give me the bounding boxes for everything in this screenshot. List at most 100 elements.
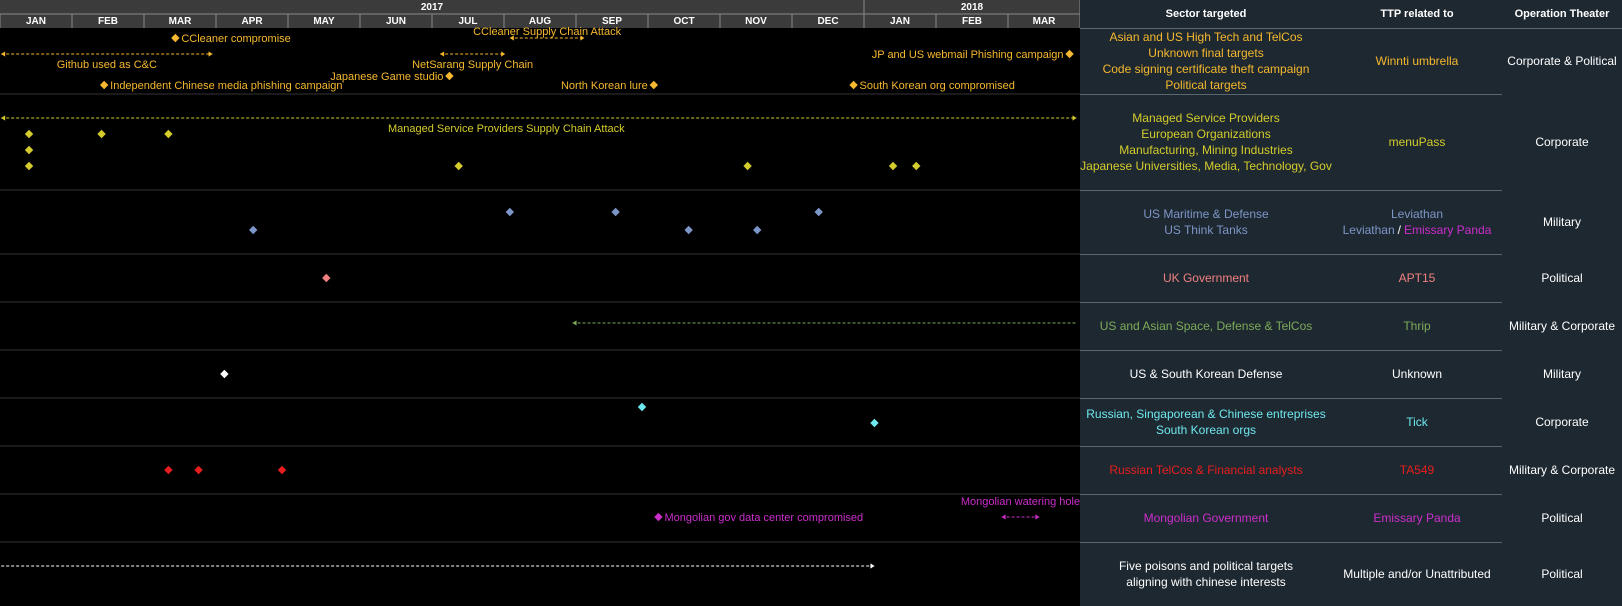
month-label: JAN xyxy=(890,16,910,27)
event-marker xyxy=(24,161,34,171)
attribution-table: Sector targeted TTP related to Operation… xyxy=(1080,0,1622,606)
arrow-head xyxy=(501,51,506,57)
ttp-line: Leviathan/Emissary Panda xyxy=(1343,222,1492,238)
sector-cell: Russian, Singaporean & Chinese entrepris… xyxy=(1080,398,1332,446)
ttp-cell: Multiple and/or Unattributed xyxy=(1332,542,1502,606)
event-marker xyxy=(637,402,647,412)
sector-line: Code signing certificate theft campaign xyxy=(1102,62,1310,76)
theater-cell: Military & Corporate xyxy=(1508,319,1616,333)
ttp-name: Unknown xyxy=(1391,367,1443,381)
sector-line: Japanese Universities, Media, Technology… xyxy=(1080,159,1332,173)
month-label: AUG xyxy=(529,16,551,27)
theater-cell: Political xyxy=(1541,567,1583,581)
sector-line: South Korean orgs xyxy=(1155,423,1257,437)
range-label: Managed Service Providers Supply Chain A… xyxy=(388,123,625,135)
event-marker xyxy=(912,161,921,171)
event-marker xyxy=(743,161,752,171)
event-marker xyxy=(164,465,173,475)
header-operation-theater: Operation Theater xyxy=(1514,8,1610,20)
ttp-name: Thrip xyxy=(1403,319,1431,333)
sector-cell: Mongolian Government xyxy=(1080,494,1332,542)
event-marker xyxy=(220,369,229,379)
sector-line: US Think Tanks xyxy=(1164,223,1248,237)
event-marker xyxy=(654,512,663,522)
event-marker xyxy=(171,33,180,43)
sector-cell: US Maritime & Defense US Think Tanks xyxy=(1080,190,1332,254)
event-marker xyxy=(24,129,34,139)
ttp-line: Tick xyxy=(1406,414,1428,430)
ttp-name: TA549 xyxy=(1399,463,1435,477)
sector-cell: US & South Korean Defense xyxy=(1080,350,1332,398)
table-row-separator xyxy=(1080,494,1502,495)
ttp-line: Winnti umbrella xyxy=(1376,53,1459,69)
ttp-name: Leviathan xyxy=(1390,207,1444,221)
sector-line: European Organizations xyxy=(1141,127,1271,141)
sector-line: Five poisons and political targets xyxy=(1118,559,1294,573)
theater-cell: Military xyxy=(1543,215,1581,229)
table-row-separator xyxy=(1080,254,1502,255)
event-marker xyxy=(649,80,659,90)
ttp-cell: TA549 xyxy=(1332,446,1502,494)
arrow-head xyxy=(870,563,875,569)
ttp-line: menuPass xyxy=(1389,134,1446,150)
month-label: MAY xyxy=(313,16,335,27)
event-marker xyxy=(24,145,34,155)
sector-line: Political targets xyxy=(1165,78,1247,92)
month-label: SEP xyxy=(602,16,622,27)
ttp-name: Winnti umbrella xyxy=(1375,54,1459,68)
arrow-head xyxy=(509,35,514,41)
month-label: DEC xyxy=(817,16,838,27)
sector-line: UK Government xyxy=(1162,271,1250,285)
event-label: Independent Chinese media phishing campa… xyxy=(110,80,342,92)
event-marker xyxy=(684,225,693,235)
year-label: 2017 xyxy=(421,2,444,13)
month-label: OCT xyxy=(673,16,694,27)
theater-cell: Political xyxy=(1541,271,1583,285)
theater-cell: Military & Corporate xyxy=(1508,463,1616,477)
ttp-name: Tick xyxy=(1406,415,1428,429)
ttp-name: Emissary Panda xyxy=(1404,223,1492,237)
event-label: South Korean org compromised xyxy=(860,80,1015,92)
month-label: JUL xyxy=(459,16,478,27)
arrow-head xyxy=(1072,115,1077,121)
ttp-name: Emissary Panda xyxy=(1373,511,1461,525)
event-marker xyxy=(277,465,287,475)
event-marker xyxy=(849,80,858,90)
sector-line: Unknown final targets xyxy=(1148,46,1264,60)
sector-line: Asian and US High Tech and TelCos xyxy=(1109,30,1303,44)
month-label: JAN xyxy=(26,16,46,27)
sector-line: US & South Korean Defense xyxy=(1129,367,1283,381)
ttp-name: / xyxy=(1397,223,1401,237)
ttp-cell: Winnti umbrella xyxy=(1332,28,1502,94)
theater-cell: Military xyxy=(1543,367,1581,381)
event-marker xyxy=(164,129,173,139)
event-label: JP and US webmail Phishing campaign xyxy=(872,49,1064,61)
arrow-head xyxy=(1001,514,1006,520)
sector-line: US Maritime & Defense xyxy=(1143,207,1269,221)
month-label: JUN xyxy=(386,16,406,27)
event-marker xyxy=(888,161,898,171)
sector-line: US and Asian Space, Defense & TelCos xyxy=(1099,319,1313,333)
event-marker xyxy=(194,465,203,475)
sector-line: Mongolian Government xyxy=(1143,511,1269,525)
sector-cell: US and Asian Space, Defense & TelCos xyxy=(1080,302,1332,350)
ttp-line: Multiple and/or Unattributed xyxy=(1343,566,1490,582)
theater-cell: Corporate & Political xyxy=(1507,54,1617,68)
ttp-line: Thrip xyxy=(1403,318,1430,334)
event-label: North Korean lure xyxy=(561,80,648,92)
month-label: MAR xyxy=(1033,16,1057,27)
arrow-head xyxy=(1,115,6,121)
table-row-separator xyxy=(1080,398,1502,399)
ttp-cell: menuPass xyxy=(1332,94,1502,190)
theater-cell: Corporate xyxy=(1535,135,1589,149)
sector-line: Managed Service Providers xyxy=(1132,111,1280,125)
ttp-name: menuPass xyxy=(1388,135,1446,149)
event-marker xyxy=(753,225,762,235)
event-marker xyxy=(505,207,515,217)
sector-line: Manufacturing, Mining Industries xyxy=(1119,143,1293,157)
arrow-head xyxy=(1035,514,1040,520)
